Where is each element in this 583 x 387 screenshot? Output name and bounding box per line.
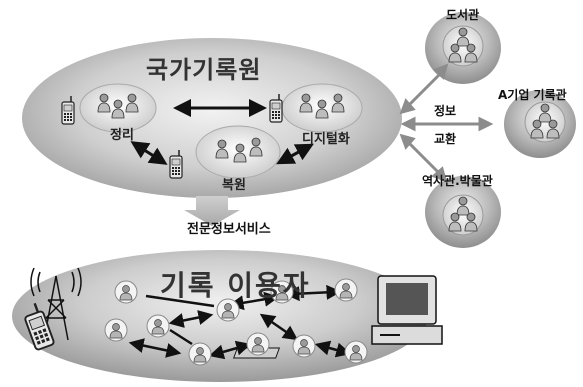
exchange-label-line2: 교환 — [434, 132, 457, 146]
exchange-label-line1: 정보 — [434, 104, 457, 118]
digitize-label: 디지털화 — [302, 132, 350, 147]
users-title: 기록 이용자 — [160, 269, 311, 302]
museum-people-icon — [442, 194, 484, 236]
digitize-group-icon — [281, 83, 363, 133]
archive-flow-arrows — [130, 99, 314, 165]
restore-label: 복원 — [222, 178, 246, 193]
library-people-icon — [442, 25, 484, 67]
exchange-arrows — [399, 63, 494, 183]
archive-title: 국가기록원 — [146, 56, 262, 84]
arrange-label: 정리 — [110, 128, 134, 143]
service-arrow — [184, 196, 240, 226]
user-network-links — [128, 284, 352, 360]
service-label: 전문정보서비스 — [187, 222, 271, 237]
company-label: A기업 기록관 — [498, 88, 567, 102]
restore-group-icon — [195, 125, 281, 179]
arrange-group-icon — [79, 83, 157, 133]
museum-label: 역사관.박물관 — [422, 174, 493, 188]
company-people-icon — [524, 101, 566, 143]
library-label: 도서관 — [446, 8, 480, 22]
